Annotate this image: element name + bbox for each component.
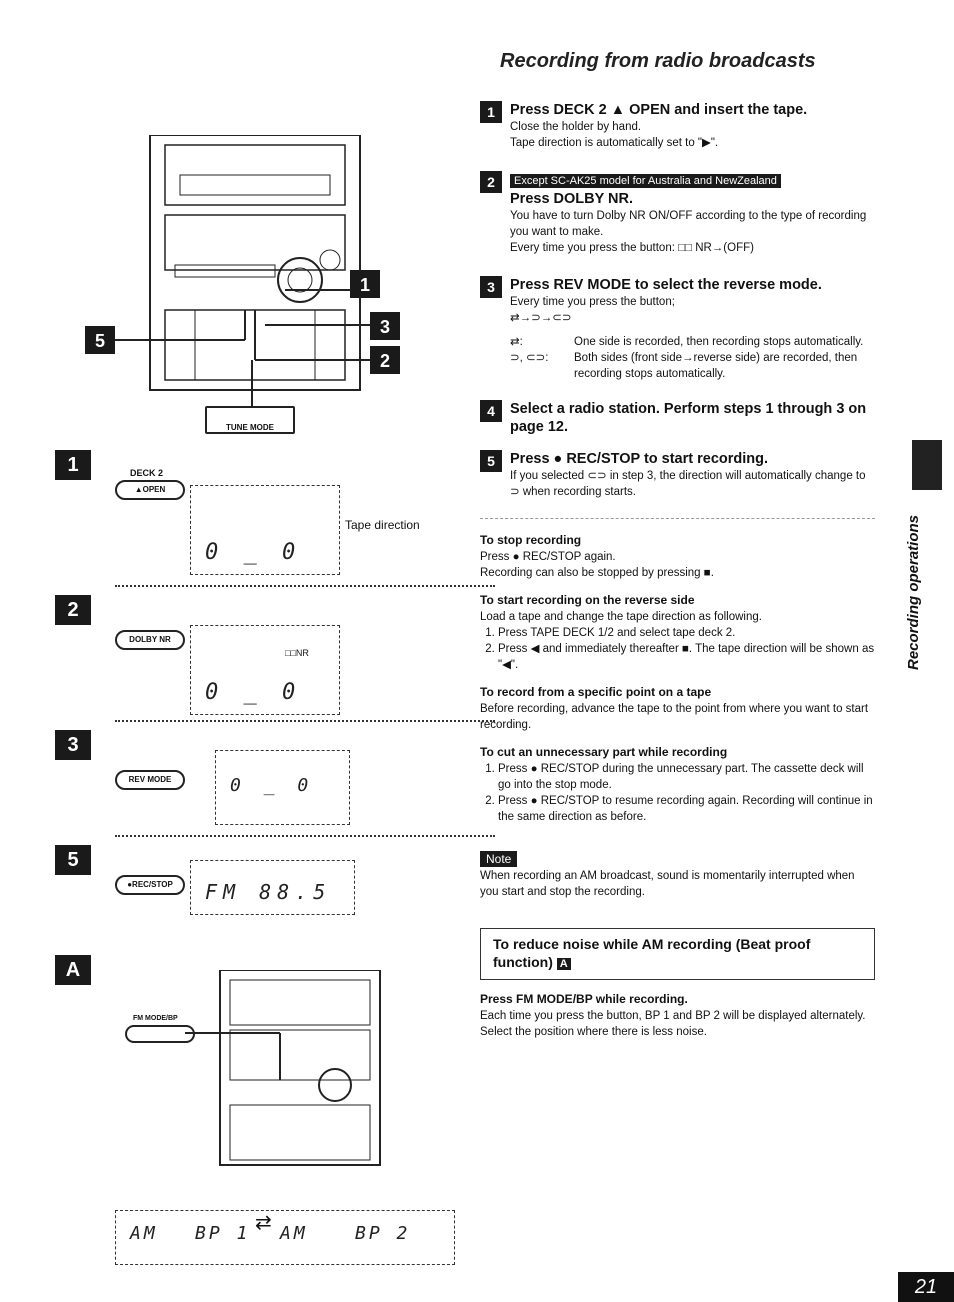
beat-proof-title: To reduce noise while AM recording (Beat… [493,936,811,970]
deck2-label: DECK 2 [130,468,164,478]
section-side-label: Recording operations [905,514,922,670]
sub-text: Before recording, advance the tape to th… [480,703,869,731]
step-4: 4 Select a radio station. Perform steps … [480,400,875,436]
sub-title: To stop recording [480,533,582,547]
divider-dots [115,835,495,837]
figure-column: 1 3 2 5 TUNE MODE 1 DECK 2 ▲OPEN 0 _ 0 T… [55,40,495,1280]
page-title: Recording from radio broadcasts [500,50,816,72]
callout-lines [115,289,370,410]
lcd-digits-2: 0 _ 0 [205,680,302,705]
beat-proof-tag: A [556,958,571,970]
callout-step-1: 1 [350,270,380,298]
page-number: 21 [898,1272,954,1302]
tape-direction-label: Tape direction [345,518,420,532]
sub-beat: Press FM MODE/BP while recording. Each t… [480,992,875,1040]
step-number: 2 [480,171,502,193]
nr-indicator: □□NR [285,648,309,658]
step-heading: Press DECK 2 ▲ OPEN and insert the tape. [510,102,808,118]
sub-reverse: To start recording on the reverse side L… [480,593,875,673]
step-5: 5 Press ● REC/STOP to start recording. I… [480,450,875,500]
section-tab [912,440,942,490]
step-text: You have to turn Dolby NR ON/OFF accordi… [510,210,867,238]
bp-bp1: BP 1 [195,1223,251,1244]
list-item: Press TAPE DECK 1/2 and select tape deck… [498,625,875,641]
mode-text: Both sides (front side→reverse side) are… [574,352,858,380]
lcd-digits-5: FM 88.5 [205,880,332,904]
step-heading: Select a radio station. Perform steps 1 … [510,401,867,435]
open-button[interactable]: ▲OPEN [115,480,185,500]
panel-step-a: A [55,955,91,985]
step-heading: Press REV MODE to select the reverse mod… [510,277,822,293]
sub-title: To start recording on the reverse side [480,593,695,607]
sub-point: To record from a specific point on a tap… [480,685,875,733]
callout-step-2: 2 [370,346,400,374]
fm-callout-line [185,1032,281,1080]
step-text: Every time you press the button: □□ NR→(… [510,242,754,254]
panel-step-1: 1 [55,450,91,480]
lcd-digits-3: 0 _ 0 [230,775,315,796]
lcd-panel-5 [190,860,355,915]
step-heading: Press DOLBY NR. [510,191,634,207]
sub-text: Each time you press the button, BP 1 and… [480,1010,866,1022]
sub-text: Press ● REC/STOP again. [480,551,616,563]
divider [480,518,875,519]
model-banner: Except SC-AK25 model for Australia and N… [510,174,781,188]
lcd-panel-3 [215,750,350,825]
step-number: 4 [480,400,502,422]
lcd-panel-1 [190,485,340,575]
step-number: 5 [480,450,502,472]
instructions-column: Recording from radio broadcasts 1 Press … [480,50,875,1052]
step-3: 3 Press REV MODE to select the reverse m… [480,276,875,382]
rev-mode-button[interactable]: REV MODE [115,770,185,790]
divider-dots [115,585,495,587]
step-text: Every time you press the button; [510,296,675,308]
sub-title: To record from a specific point on a tap… [480,685,712,699]
tune-mode-button[interactable]: TUNE MODE [205,406,295,434]
sub-text: Load a tape and change the tape directio… [480,611,762,623]
step-heading: Press ● REC/STOP to start recording. [510,451,769,467]
mode-key: ⊃, ⊂⊃: [510,352,549,364]
step-number: 1 [480,101,502,123]
step-text: Tape direction is automatically set to "… [510,137,719,149]
step-number: 3 [480,276,502,298]
step-text: Close the holder by hand. [510,121,642,133]
lcd-digits-1: 0 _ 0 [205,540,302,565]
divider-dots [115,720,495,722]
step-text: If you selected ⊂⊃ in step 3, the direct… [510,470,866,498]
sub-stop: To stop recording Press ● REC/STOP again… [480,533,875,581]
dolby-nr-button[interactable]: DOLBY NR [115,630,185,650]
stereo-illustration-small [219,970,381,1166]
note-tag: Note [480,851,518,867]
sub-title: Press FM MODE/BP while recording. [480,992,688,1006]
sub-text: Select the position where there is less … [480,1026,707,1038]
sub-title: To cut an unnecessary part while recordi… [480,745,728,759]
step-1: 1 Press DECK 2 ▲ OPEN and insert the tap… [480,101,875,151]
panel-step-5: 5 [55,845,91,875]
step-2: 2 Except SC-AK25 model for Australia and… [480,171,875,256]
mode-text: One side is recorded, then recording sto… [574,336,864,348]
toggle-arrow-icon: ⇄ [255,1212,272,1234]
callout-step-3: 3 [370,312,400,340]
fm-mode-label: FM MODE/BP [133,1015,178,1022]
list-item: Press ● REC/STOP during the unnecessary … [498,761,875,793]
mode-desc: ⇄: One side is recorded, then recording … [510,334,875,350]
bp-display [115,1210,455,1265]
rec-stop-button[interactable]: ●REC/STOP [115,875,185,895]
list-item: Press ● REC/STOP to resume recording aga… [498,793,875,825]
mode-key: ⇄: [510,336,523,348]
panel-step-3: 3 [55,730,91,760]
mode-cycle: ⇄→⊃→⊂⊃ [510,312,572,324]
callout-step-5: 5 [85,326,115,354]
beat-proof-box: To reduce noise while AM recording (Beat… [480,928,875,980]
list-item: Press ◀ and immediately thereafter ■. Th… [498,641,875,673]
note-text: When recording an AM broadcast, sound is… [480,870,855,898]
lcd-panel-2 [190,625,340,715]
mode-desc: ⊃, ⊂⊃: Both sides (front side→reverse si… [510,350,875,382]
sub-text: Recording can also be stopped by pressin… [480,567,714,579]
panel-step-2: 2 [55,595,91,625]
sub-cut: To cut an unnecessary part while recordi… [480,745,875,825]
bp-am-2: AM [280,1223,308,1244]
bp-bp2: BP 2 [355,1223,411,1244]
bp-am-1: AM [130,1223,158,1244]
